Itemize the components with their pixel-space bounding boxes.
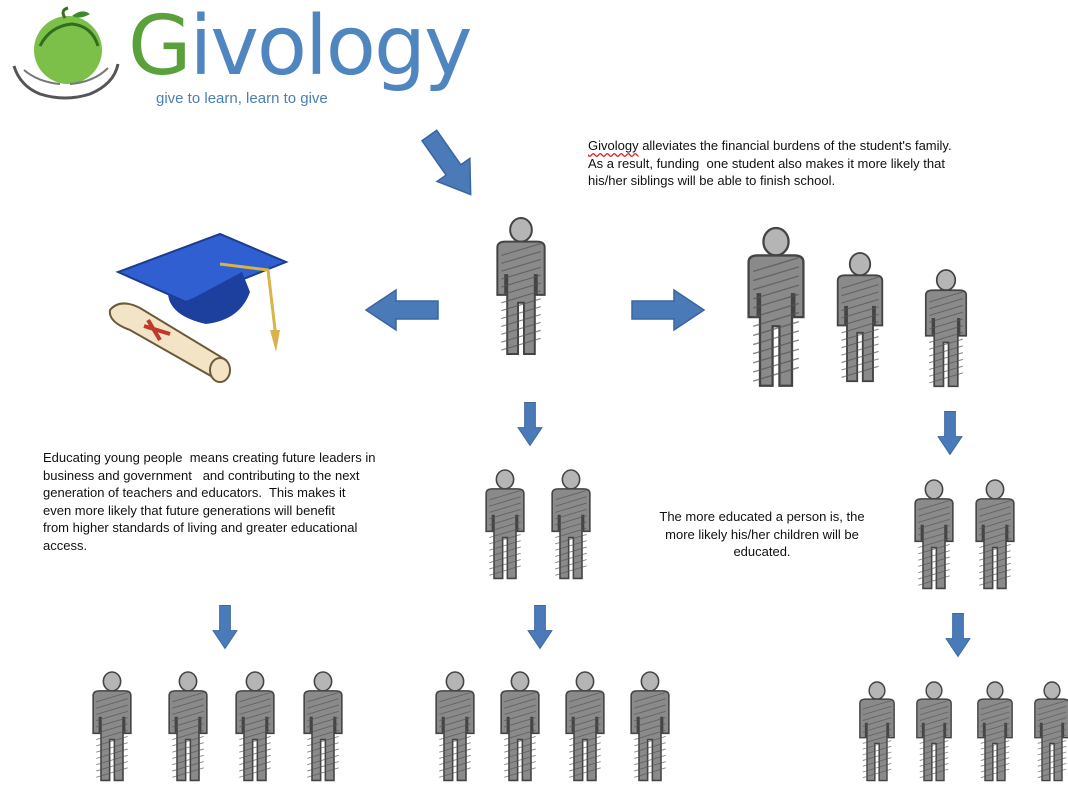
logo-tagline: give to learn, learn to give	[156, 90, 328, 107]
givology-word: Givology	[588, 138, 639, 153]
person-figure-icon	[916, 681, 952, 782]
person-figure-icon	[551, 469, 591, 580]
apple-hands-logo-icon	[12, 6, 120, 100]
person-figure-icon	[485, 469, 525, 580]
person-figure-icon	[747, 226, 805, 387]
arrow-icon	[212, 604, 238, 650]
education-leaders-text: Educating young people means creating fu…	[43, 450, 376, 553]
arrow-icon	[945, 612, 971, 658]
person-figure-icon	[859, 681, 895, 782]
person-figure-icon	[235, 671, 275, 782]
person-figure-icon	[914, 479, 954, 590]
person-figure-icon	[496, 217, 546, 356]
person-figure-icon	[303, 671, 343, 782]
person-figure-icon	[977, 681, 1013, 782]
arrow-icon	[527, 604, 553, 650]
person-figure-icon	[565, 671, 605, 782]
siblings-explanation-rest: alleviates the financial burdens of the …	[588, 138, 952, 188]
person-figure-icon	[168, 671, 208, 782]
arrow-icon	[420, 129, 472, 196]
arrow-icon	[517, 401, 543, 447]
person-figure-icon	[92, 671, 132, 782]
logo-wordmark-rest: ivology	[189, 0, 473, 94]
arrow-icon	[631, 288, 706, 332]
person-figure-icon	[975, 479, 1015, 590]
graduation-cap-icon	[115, 232, 289, 352]
arrow-icon	[364, 288, 439, 332]
educated-children-text: The more educated a person is, the more …	[659, 509, 865, 559]
logo-wordmark: Givology	[128, 6, 473, 88]
arrow-icon	[937, 410, 963, 456]
person-figure-icon	[500, 671, 540, 782]
person-figure-icon	[435, 671, 475, 782]
person-figure-icon	[924, 269, 968, 388]
diploma-scroll-icon	[108, 302, 231, 383]
person-figure-icon	[836, 252, 884, 383]
siblings-explanation-text: Givology alleviates the financial burden…	[588, 137, 1028, 190]
person-figure-icon	[1034, 681, 1068, 782]
logo-wordmark-g: G	[128, 0, 192, 94]
person-figure-icon	[630, 671, 670, 782]
